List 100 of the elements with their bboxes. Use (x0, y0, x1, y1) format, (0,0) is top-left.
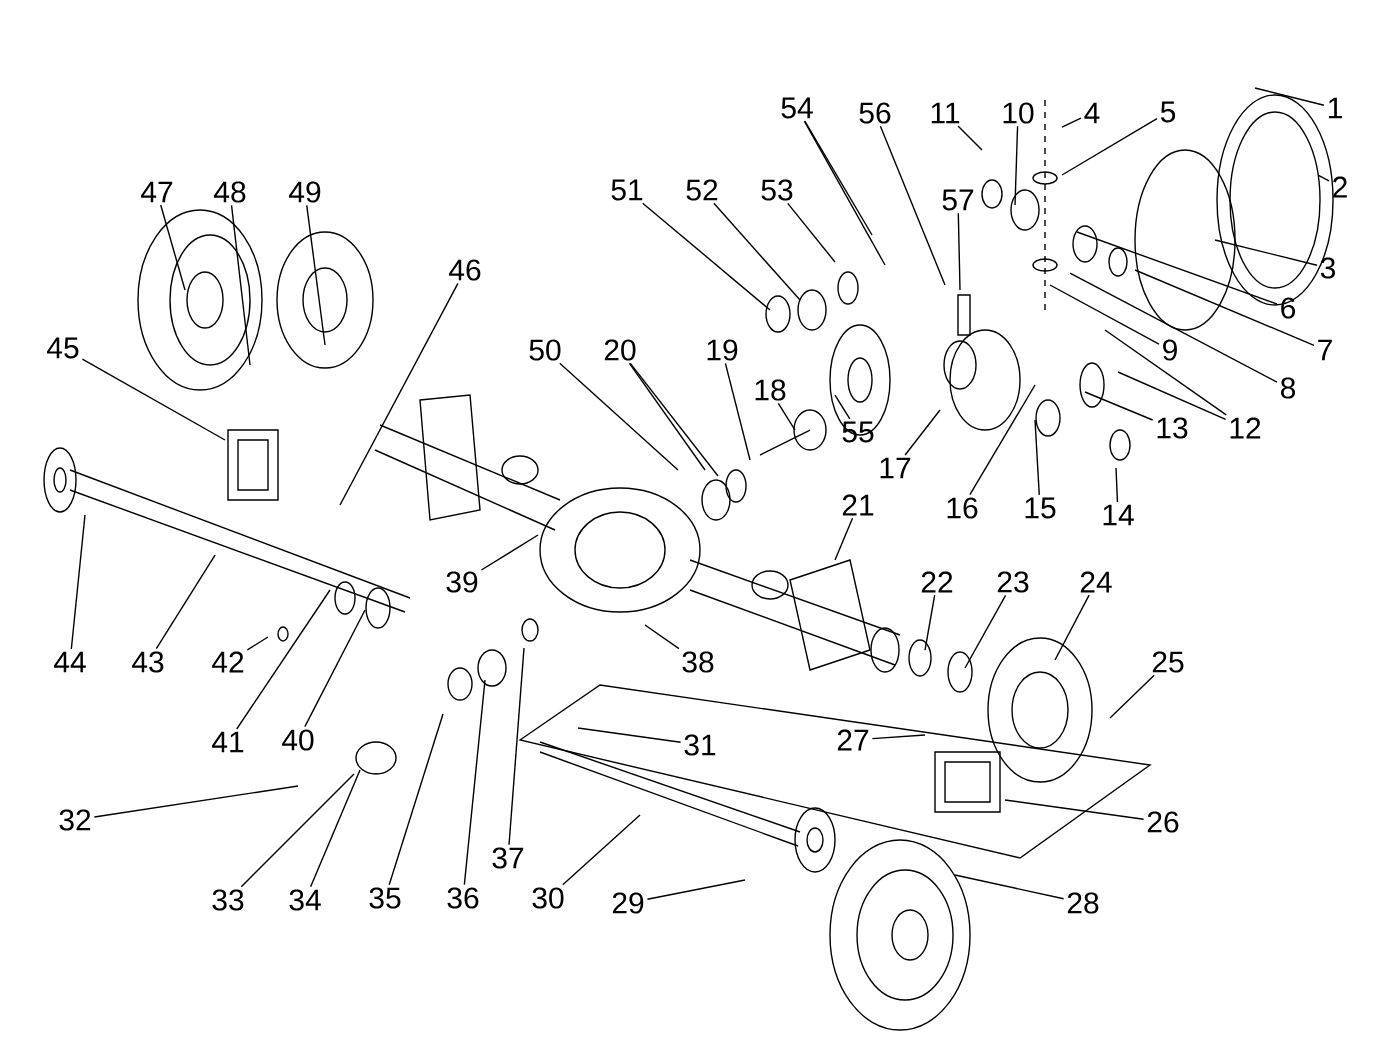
callout-number: 12 (1230, 417, 1261, 439)
leader-line (1317, 174, 1330, 182)
leader-line (777, 402, 796, 431)
callout-number: 8 (1281, 377, 1296, 399)
callout-number: 40 (282, 729, 314, 751)
callout-number: 45 (47, 337, 79, 359)
leader-line (787, 202, 836, 263)
leader-line (304, 609, 366, 728)
leader-line (577, 727, 682, 743)
callout-number: 11 (931, 102, 960, 124)
callout-number: 43 (132, 651, 164, 673)
callout-number: 22 (921, 571, 953, 593)
callout-number: 1 (1328, 97, 1342, 119)
leader-line (803, 120, 886, 266)
callout-number: 53 (761, 179, 793, 201)
leader-line (1076, 231, 1278, 305)
leader-line (1134, 269, 1315, 347)
leader-line (1084, 391, 1154, 421)
leader-line (155, 554, 216, 650)
callout-number: 47 (141, 181, 173, 203)
leader-line (1117, 371, 1227, 421)
callout-number: 33 (212, 889, 244, 911)
leader-line (93, 785, 299, 818)
leader-line (644, 624, 680, 650)
callout-number: 13 (1157, 417, 1188, 439)
callout-number: 37 (492, 847, 524, 869)
leader-line (1049, 284, 1160, 345)
callout-number: 56 (859, 102, 891, 124)
leader-line (309, 769, 361, 888)
callout-number: 15 (1025, 497, 1056, 519)
callout-number: 30 (532, 887, 564, 909)
callout-number: 31 (684, 734, 716, 756)
callout-number: 16 (947, 497, 978, 519)
leader-line (70, 514, 86, 650)
leader-line (646, 879, 746, 900)
callout-number: 4 (1084, 102, 1100, 124)
leader-line (904, 409, 941, 456)
leader-line (1014, 125, 1019, 206)
callout-number: 54 (781, 97, 813, 119)
callout-number: 42 (212, 651, 244, 673)
callout-number: 49 (289, 181, 321, 203)
leader-line (463, 679, 486, 886)
callout-number: 51 (611, 179, 643, 201)
leader-line (1069, 272, 1278, 383)
leader-line (954, 874, 1065, 900)
leader-line (1254, 87, 1325, 106)
callout-number: 17 (880, 457, 911, 479)
callout-number: 52 (686, 179, 718, 201)
callout-number: 24 (1080, 571, 1112, 593)
callout-number: 28 (1067, 892, 1099, 914)
leader-line (559, 362, 679, 471)
callout-number: 38 (682, 651, 714, 673)
leader-line (1109, 674, 1155, 719)
leader-line (804, 120, 873, 236)
leader-line (964, 594, 1007, 669)
leader-line (834, 394, 851, 420)
callout-number: 9 (1163, 339, 1177, 361)
callout-number: 2 (1333, 176, 1347, 198)
callout-number: 32 (59, 809, 91, 831)
leader-line (629, 362, 719, 477)
leader-line (480, 534, 539, 571)
callout-number: 35 (369, 887, 401, 909)
leader-line (628, 362, 706, 471)
leader-line (871, 734, 926, 740)
leader-line (1214, 239, 1318, 266)
leader-line (957, 125, 983, 151)
callout-number: 14 (1103, 504, 1134, 526)
leader-line (834, 517, 854, 561)
leader-line (1061, 117, 1082, 128)
callout-number: 7 (1318, 339, 1332, 361)
callout-number: 26 (1147, 811, 1179, 833)
leader-line (724, 362, 751, 461)
leader-line (230, 204, 251, 366)
callout-number: 48 (214, 181, 246, 203)
callout-number: 18 (755, 379, 786, 401)
leader-line (1054, 594, 1090, 661)
leader-line (562, 814, 641, 886)
callout-number: 29 (612, 892, 644, 914)
leader-line (713, 202, 801, 301)
leader-line (1104, 329, 1227, 416)
leader-line (957, 212, 961, 291)
leader-line (924, 594, 936, 651)
leader-line (246, 636, 269, 651)
leader-line (236, 589, 331, 730)
callout-number: 3 (1320, 257, 1336, 279)
leader-line (81, 358, 226, 441)
callout-number: 44 (54, 651, 86, 673)
leader-line (642, 202, 771, 311)
leader-line (1004, 799, 1145, 820)
callout-number: 39 (446, 571, 478, 593)
callout-number: 23 (997, 571, 1029, 593)
callout-number: 10 (1003, 102, 1034, 124)
callout-number: 20 (604, 339, 636, 361)
callout-number: 21 (842, 494, 874, 516)
leader-line (160, 204, 186, 291)
leader-line (969, 384, 1036, 496)
leader-line (339, 282, 459, 506)
callout-number: 25 (1152, 651, 1184, 673)
callout-number: 5 (1160, 101, 1176, 123)
callout-number: 41 (212, 731, 244, 753)
